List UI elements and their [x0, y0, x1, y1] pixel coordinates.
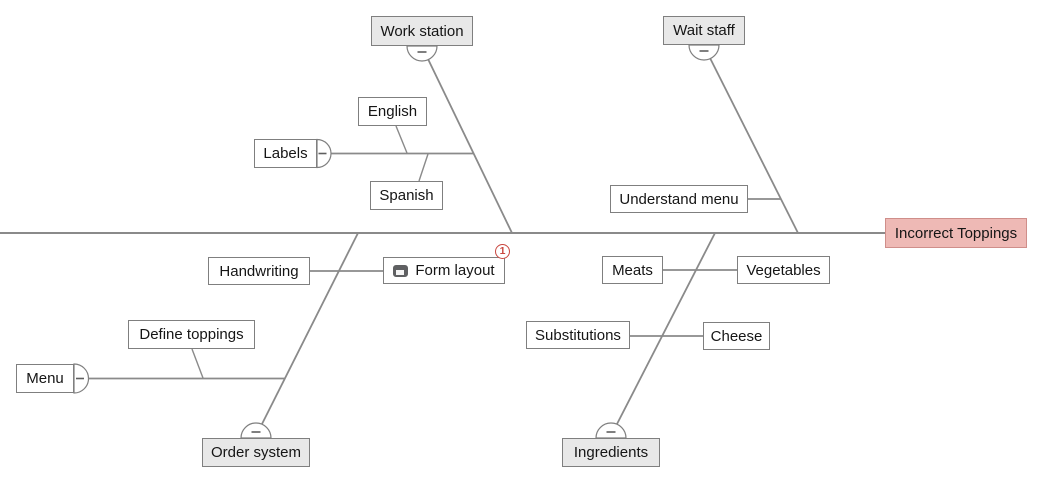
note-icon	[393, 264, 409, 277]
collapse-button-menu[interactable]	[73, 363, 90, 394]
cause-label: Vegetables	[746, 261, 821, 279]
cause-label: Handwriting	[219, 262, 299, 280]
cause-box-cheese[interactable]: Cheese	[703, 322, 770, 350]
cause-box-vegetables[interactable]: Vegetables	[737, 256, 830, 284]
cause-label: Labels	[263, 145, 308, 162]
cause-box-english[interactable]: English	[358, 97, 427, 126]
cause-box-labels[interactable]: Labels	[254, 139, 317, 168]
comment-count-badge[interactable]: 1	[495, 244, 510, 259]
cause-box-define-toppings[interactable]: Define toppings	[128, 320, 255, 349]
cause-box-understand-menu[interactable]: Understand menu	[610, 185, 748, 213]
ingredients-bone	[616, 232, 716, 425]
cause-label: Substitutions	[535, 326, 621, 344]
cause-label: Cheese	[710, 327, 763, 345]
cause-label: Define toppings	[139, 326, 244, 343]
collapse-button-ingredients[interactable]	[595, 422, 627, 439]
cause-label: Form layout	[415, 262, 495, 279]
category-label: Work station	[380, 22, 464, 40]
effect-label: Incorrect Toppings	[894, 224, 1018, 242]
cause-box-spanish[interactable]: Spanish	[370, 181, 443, 210]
category-box-order-system[interactable]: Order system	[202, 438, 310, 467]
category-label: Ingredients	[573, 444, 649, 461]
collapse-button-order-system[interactable]	[240, 422, 272, 439]
effect-box-incorrect-toppings[interactable]: Incorrect Toppings	[885, 218, 1027, 248]
cause-label: Understand menu	[619, 190, 739, 208]
badge-count: 1	[499, 245, 506, 258]
wait-staff-bone	[709, 57, 799, 234]
cause-label: Spanish	[379, 187, 434, 204]
define-toppings-connector	[191, 348, 204, 379]
collapse-button-labels[interactable]	[316, 138, 332, 169]
cause-box-menu[interactable]: Menu	[16, 364, 74, 393]
cause-label: English	[367, 103, 418, 120]
cause-label: Menu	[26, 370, 64, 387]
category-label: Wait staff	[673, 22, 735, 39]
category-box-ingredients[interactable]: Ingredients	[562, 438, 660, 467]
category-label: Order system	[210, 444, 301, 461]
english-connector	[395, 125, 408, 154]
cause-label: Meats	[612, 261, 653, 279]
cause-box-substitutions[interactable]: Substitutions	[526, 321, 630, 349]
cause-box-form-layout[interactable]: Form layout	[383, 257, 505, 284]
order-system-bone	[261, 232, 359, 425]
cause-box-handwriting[interactable]: Handwriting	[208, 257, 310, 285]
spanish-connector	[418, 153, 429, 182]
cause-box-meats[interactable]: Meats	[602, 256, 663, 284]
collapse-button-wait-staff[interactable]	[688, 44, 720, 61]
work-station-bone	[427, 58, 513, 234]
category-box-wait-staff[interactable]: Wait staff	[663, 16, 745, 45]
category-box-work-station[interactable]: Work station	[371, 16, 473, 46]
collapse-button-work-station[interactable]	[406, 45, 438, 62]
